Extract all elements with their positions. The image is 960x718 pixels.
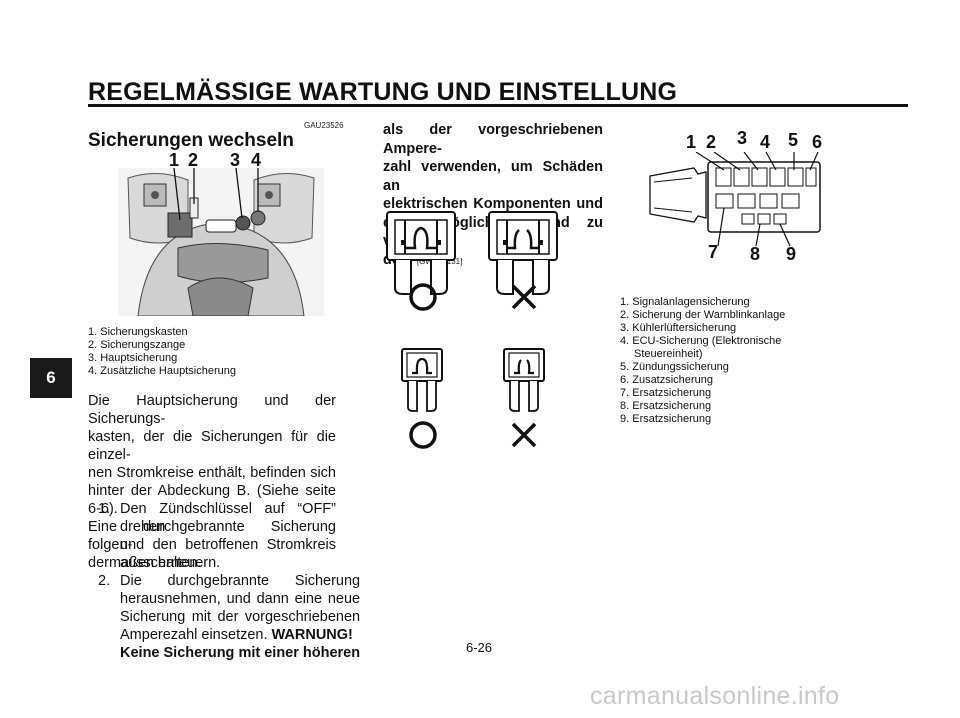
text-line: Die Hauptsicherung und der Sicherungs- (88, 393, 336, 427)
photo-callout-2: 2 (188, 150, 199, 170)
fuse-box-diagram (649, 152, 821, 246)
section-code: GAU23526 (304, 121, 344, 130)
ok-circle-icon (409, 421, 437, 449)
fusebox-legend-item: 9. Ersatzsicherung (620, 413, 712, 425)
step-item: 2. Die durchgebrannte Sicherung herausne… (98, 572, 360, 662)
photo-legend-item: 3. Hauptsicherung (88, 352, 178, 364)
fusebox-callout-4: 4 (760, 132, 771, 152)
step-item: 1. Den Zündschlüssel auf “OFF” drehen un… (98, 500, 336, 572)
intro-paragraph: Die Hauptsicherung und der Sicherungs- k… (88, 392, 336, 572)
text-line: nen Stromkreise enthält, befinden sich (88, 465, 336, 481)
fusebox-legend-item: 6. Zusatzsicherung (620, 374, 713, 386)
ok-circle-icon (409, 283, 437, 311)
step-number: 1. (98, 501, 111, 517)
fusebox-callout-1: 1 (686, 132, 697, 152)
step-list: 1. Den Zündschlüssel auf “OFF” drehen un… (98, 500, 360, 662)
chapter-tab: 6 (30, 358, 72, 398)
text-line: ausschalten. (120, 555, 202, 571)
fusebox-callout-2: 2 (706, 132, 717, 152)
fusebox-legend-item: 2. Sicherung der Warnblinkanlage (620, 309, 786, 321)
text-line: Sicherung mit der vorgeschriebenen (120, 609, 361, 625)
text-line: Die durchgebrannte Sicherung (120, 573, 361, 589)
fusebox-callout-8: 8 (750, 244, 761, 264)
step-number: 2. (98, 573, 111, 589)
text-line: Den Zündschlüssel auf “OFF” drehen (120, 501, 336, 535)
text-line: Eine durchgebrannte Sicherung folgen- (88, 519, 336, 553)
watermark: carmanualsonline.info (590, 682, 840, 710)
fusebox-legend-item: 7. Ersatzsicherung (620, 387, 712, 399)
fusebox-callout-9: 9 (786, 244, 797, 264)
fusebox-callout-5: 5 (788, 130, 799, 150)
fusebox-legend-item: 3. Kühlerlüftersicherung (620, 322, 737, 334)
photo-callout-4: 4 (251, 150, 262, 170)
large-fuse-good (386, 211, 456, 295)
text-line: und den betroffenen Stromkreis (120, 537, 336, 553)
photo-legend-item: 1. Sicherungskasten (88, 326, 188, 338)
text-line: dermaßen erneuern. (88, 555, 221, 571)
fusebox-legend-item: 1. Signalanlagensicherung (620, 296, 750, 308)
photo-legend: 1. Sicherungskasten 2. Sicherungszange 3… (88, 326, 236, 378)
text-line: Amperezahl einsetzen. WARNUNG! (120, 626, 360, 644)
large-fuse-blown (488, 211, 558, 295)
text-line: zahl verwenden, um Schäden an (383, 159, 603, 194)
text-line: hinter der Abdeckung B. (Siehe seite 6-6… (88, 483, 336, 517)
fusebox-legend-item: 4. ECU-Sicherung (Elektronische (620, 335, 782, 347)
photo-callout-1: 1 (169, 150, 180, 170)
text-line: herausnehmen, und dann eine neue (120, 591, 361, 607)
fusebox-callout-7: 7 (708, 242, 719, 262)
page-header-title: REGELMÄSSIGE WARTUNG UND EINSTELLUNG (88, 78, 678, 106)
mini-fuse-good (401, 348, 443, 412)
header-rule (88, 104, 908, 107)
photo-callout-3: 3 (230, 150, 241, 170)
step-text: Amperezahl einsetzen. (120, 627, 268, 643)
text-line: elektrischen Komponenten und (383, 196, 603, 212)
photo-legend-item: 4. Zusätzliche Hauptsicherung (88, 365, 236, 377)
not-ok-cross-icon (511, 422, 537, 448)
warning-line: Keine Sicherung mit einer höheren (120, 645, 361, 661)
scooter-fuse-photo (118, 168, 324, 316)
fusebox-callout-6: 6 (812, 132, 823, 152)
section-title: Sicherungen wechseln (88, 130, 294, 151)
fusebox-legend-item: 8. Ersatzsicherung (620, 400, 712, 412)
fusebox-legend-item: Steuereinheit) (634, 348, 703, 360)
mini-fuse-blown (503, 348, 545, 412)
text-line: kasten, der die Sicherungen für die einz… (88, 429, 336, 463)
fusebox-legend: 1. Signalanlagensicherung 2. Sicherung d… (620, 296, 785, 426)
not-ok-cross-icon (511, 284, 537, 310)
fusebox-callout-3: 3 (737, 128, 748, 148)
text-line: als der vorgeschriebenen Ampere- (383, 122, 603, 157)
warning-label: WARNUNG! (271, 627, 353, 643)
page-number: 6-26 (466, 640, 493, 655)
fusebox-legend-item: 5. Zündungssicherung (620, 361, 729, 373)
photo-legend-item: 2. Sicherungszange (88, 339, 186, 351)
